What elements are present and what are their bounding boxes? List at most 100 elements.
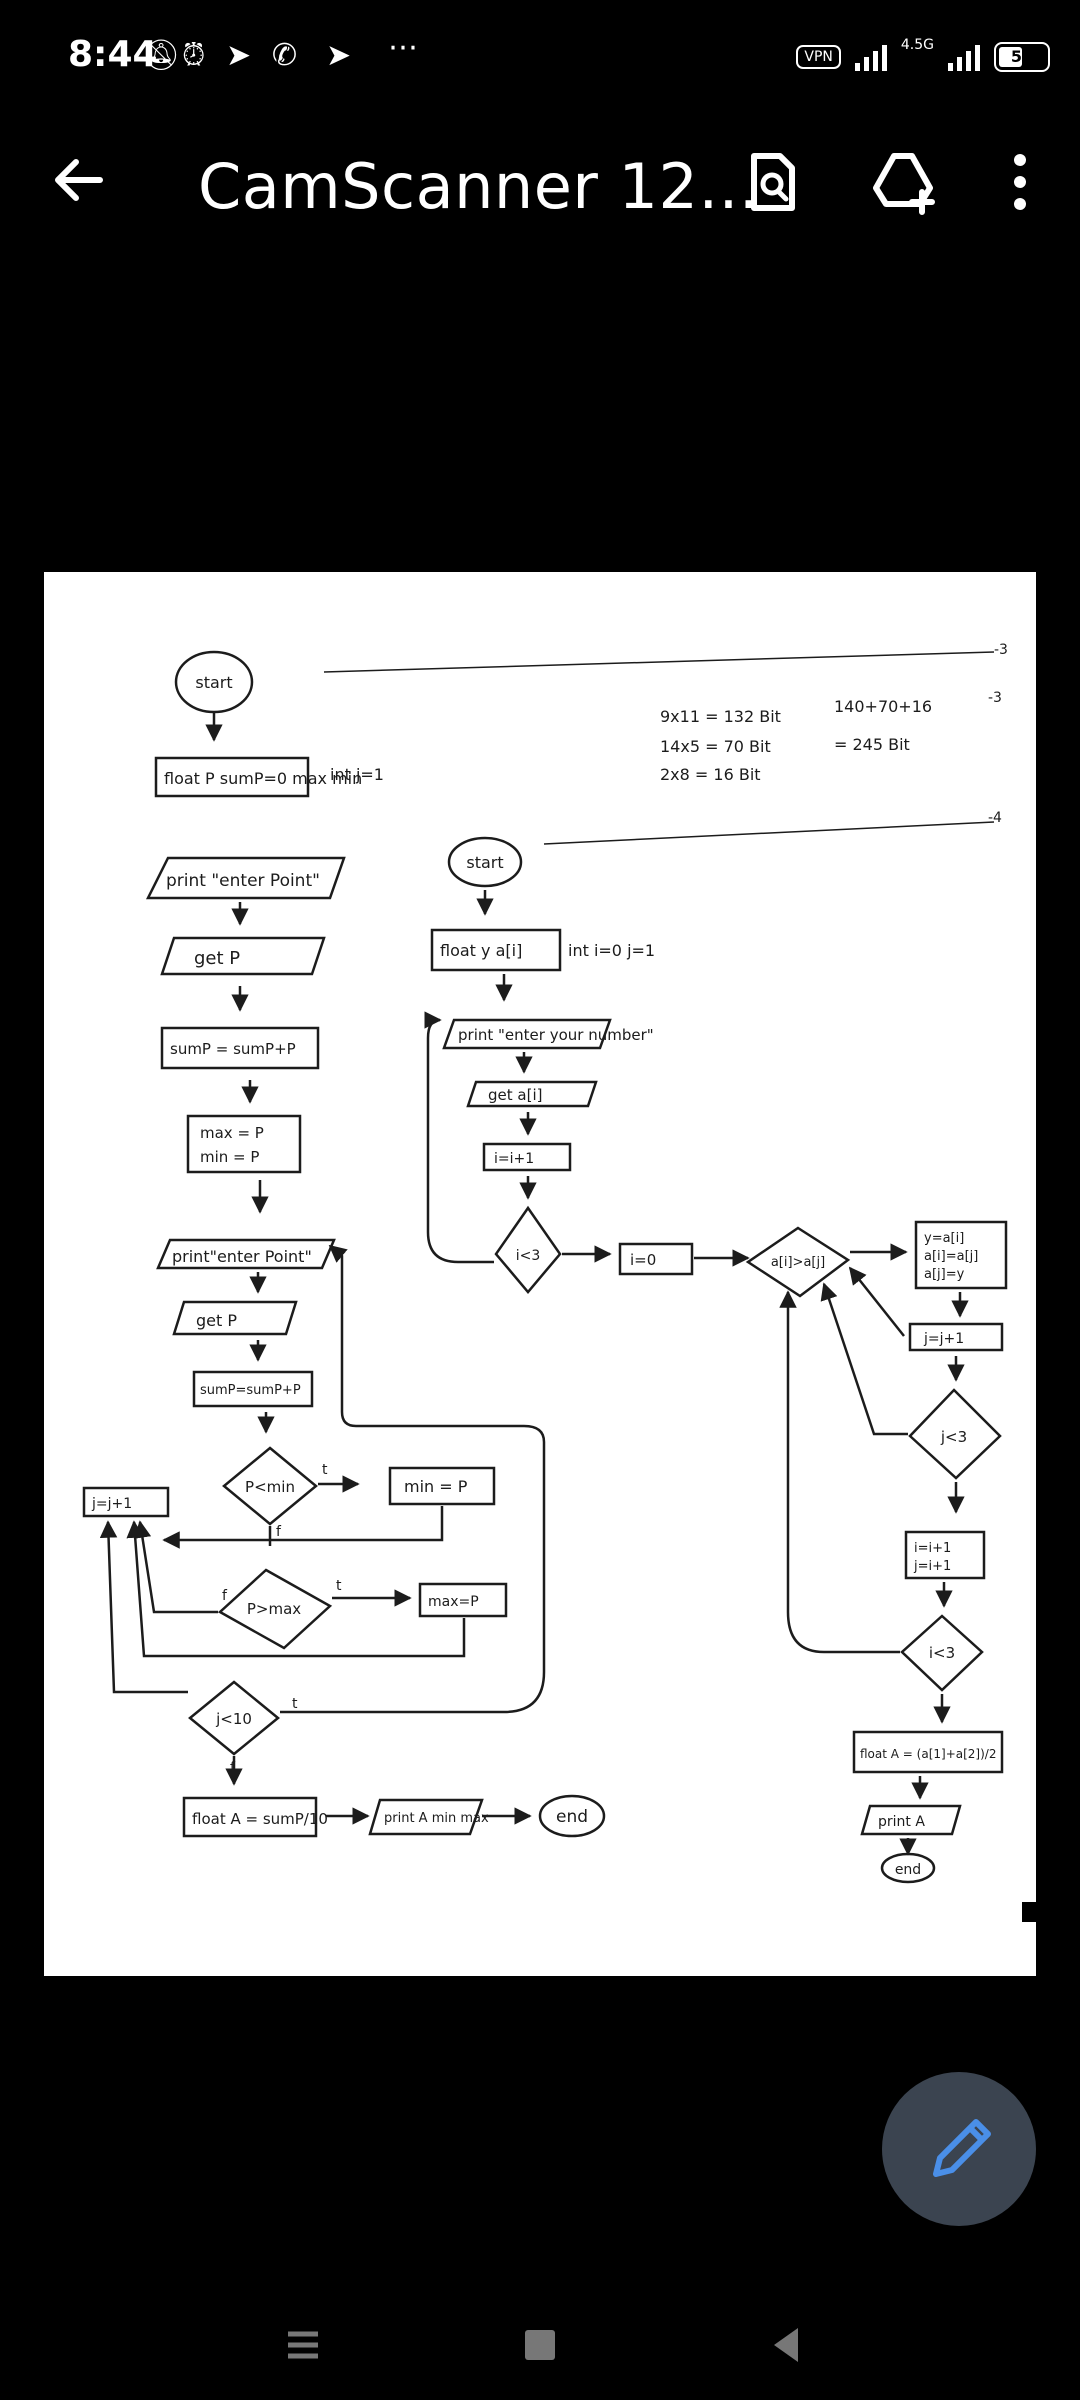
back-arrow-icon[interactable]	[40, 140, 120, 220]
telegram-icon: ➤	[226, 38, 252, 73]
left-min-label: min = P	[200, 1148, 259, 1166]
right-inc-i-line2: j=i+1	[913, 1559, 951, 1574]
left-start-label: start	[195, 673, 232, 692]
right-inc-j-label: j=j+1	[923, 1331, 964, 1347]
left-assign-max-label: max=P	[428, 1594, 479, 1610]
right-print-out-label: print A	[878, 1814, 925, 1830]
right-swap-line2: a[i]=a[j]	[924, 1249, 978, 1264]
left-print-parallelogram-2	[156, 1238, 336, 1270]
page-edge-mark	[1022, 1902, 1036, 1922]
mute-icon: 🔕︎	[142, 38, 181, 73]
right-dec1-label: a[i]>a[j]	[771, 1255, 825, 1270]
home-icon[interactable]	[505, 2310, 575, 2380]
right-decision-j3	[908, 1388, 1002, 1480]
left-sum2-label: sumP=sumP+P	[200, 1383, 301, 1398]
middle-dec-label: i<3	[516, 1248, 541, 1264]
search-document-icon[interactable]	[732, 142, 812, 222]
right-swap-line3: a[j]=y	[924, 1267, 965, 1282]
add-to-drive-icon[interactable]	[864, 142, 944, 222]
right-inc-i-line1: i=i+1	[914, 1541, 951, 1556]
recent-apps-icon[interactable]	[268, 2310, 338, 2380]
note-line-2: 14x5 = 70 Bit	[660, 737, 771, 756]
middle-inc-i-label: i=i+1	[494, 1151, 534, 1167]
margin-mark-3: -4	[988, 810, 1002, 826]
left-dec1-true: t	[322, 1462, 328, 1478]
middle-get-parallelogram	[466, 1080, 598, 1108]
margin-mark-2: -3	[988, 690, 1002, 706]
right-dec2-label: j<3	[940, 1428, 967, 1446]
left-max-label: max = P	[200, 1124, 264, 1142]
middle-reset-i-box	[618, 1242, 694, 1276]
right-swap-line1: y=a[i]	[924, 1231, 964, 1246]
right-avg-label: float A = (a[1]+a[2])/2	[860, 1747, 996, 1761]
app-bar: CamScanner 12...	[0, 120, 1080, 250]
left-j-increment-box	[82, 1486, 170, 1518]
left-end-label: end	[556, 1807, 588, 1827]
note-line-5: = 245 Bit	[834, 735, 910, 754]
left-print-out-label: print A min max	[384, 1811, 489, 1826]
left-sum-box-2	[192, 1370, 314, 1408]
vpn-badge: VPN	[796, 45, 841, 69]
middle-inc-i-box	[482, 1142, 572, 1172]
left-init-box	[154, 756, 310, 798]
right-inc-j-box	[908, 1322, 1004, 1352]
left-init-int-label: int j=1	[330, 765, 384, 784]
status-bar: 8:44 🔕︎ ⏰︎ ➤ ✆ ➤ ⋯ VPN 4.5G 56	[0, 0, 1080, 120]
left-inc-j-label: j=j+1	[91, 1496, 132, 1512]
signal-icon	[948, 43, 980, 71]
left-print-parallelogram	[145, 856, 346, 900]
middle-print-label: print "enter your number"	[458, 1026, 654, 1044]
left-get2-label: get P	[196, 1311, 237, 1330]
left-assign-min-label: min = P	[404, 1477, 468, 1496]
middle-get-label: get a[i]	[488, 1086, 542, 1104]
right-end-label: end	[895, 1862, 921, 1878]
left-dec1-false: f	[276, 1524, 282, 1540]
left-get1-label: get P	[194, 948, 240, 969]
left-max-assign-box	[418, 1582, 508, 1618]
left-min-assign-box	[388, 1466, 496, 1506]
right-dec3-label: i<3	[929, 1644, 955, 1662]
more-notifications-icon: ⋯	[388, 30, 418, 65]
left-get-parallelogram-2	[172, 1300, 298, 1336]
left-print2-label: print"enter Point"	[172, 1247, 312, 1266]
left-dec3-label: j<10	[215, 1710, 252, 1728]
left-decision-pmax	[217, 1568, 333, 1650]
left-sum1-label: sumP = sumP+P	[170, 1040, 296, 1058]
right-inc-i-box	[904, 1530, 986, 1580]
left-decision-j10	[188, 1680, 280, 1756]
system-nav-bar	[0, 2290, 1080, 2400]
left-minmax-box	[186, 1114, 302, 1174]
whatsapp-icon: ✆	[272, 38, 298, 73]
left-init-label: float P sumP=0 max min	[164, 769, 362, 788]
left-decision-pmin	[222, 1446, 318, 1526]
left-dec1-label: P<min	[245, 1478, 295, 1496]
battery-icon: 56	[994, 42, 1050, 72]
right-print-output	[860, 1804, 962, 1836]
flowchart-drawing: start float P sumP=0 max min int j=1 pri…	[82, 642, 1036, 1922]
left-print-output	[368, 1798, 484, 1836]
margin-mark-1: -3	[994, 642, 1008, 658]
left-dec3-true: t	[292, 1696, 298, 1712]
edit-fab-button[interactable]	[882, 2072, 1036, 2226]
note-line-3: 2x8 = 16 Bit	[660, 765, 761, 784]
left-dec2-false: f	[222, 1588, 228, 1604]
middle-reset-i-label: i=0	[630, 1251, 656, 1269]
note-line-1: 9x11 = 132 Bit	[660, 707, 781, 726]
back-icon[interactable]	[750, 2310, 820, 2380]
more-vert-icon[interactable]	[980, 142, 1060, 222]
battery-level: 56	[1010, 47, 1034, 66]
middle-print-parallelogram	[442, 1018, 612, 1050]
left-print-label: print "enter Point"	[166, 871, 320, 891]
left-average-box	[182, 1796, 318, 1838]
middle-init-box	[430, 928, 562, 972]
middle-decision-i3	[494, 1205, 562, 1294]
note-line-4: 140+70+16	[834, 697, 932, 716]
left-sum-box-1	[160, 1026, 320, 1070]
right-decision-swap	[745, 1226, 851, 1298]
alarm-icon: ⏰︎	[182, 38, 206, 73]
status-time: 8:44	[68, 34, 158, 75]
telegram-icon: ➤	[326, 38, 352, 73]
left-get-parallelogram-1	[160, 936, 326, 976]
middle-start-node	[447, 836, 523, 888]
left-avg-label: float A = sumP/10	[192, 1810, 328, 1828]
